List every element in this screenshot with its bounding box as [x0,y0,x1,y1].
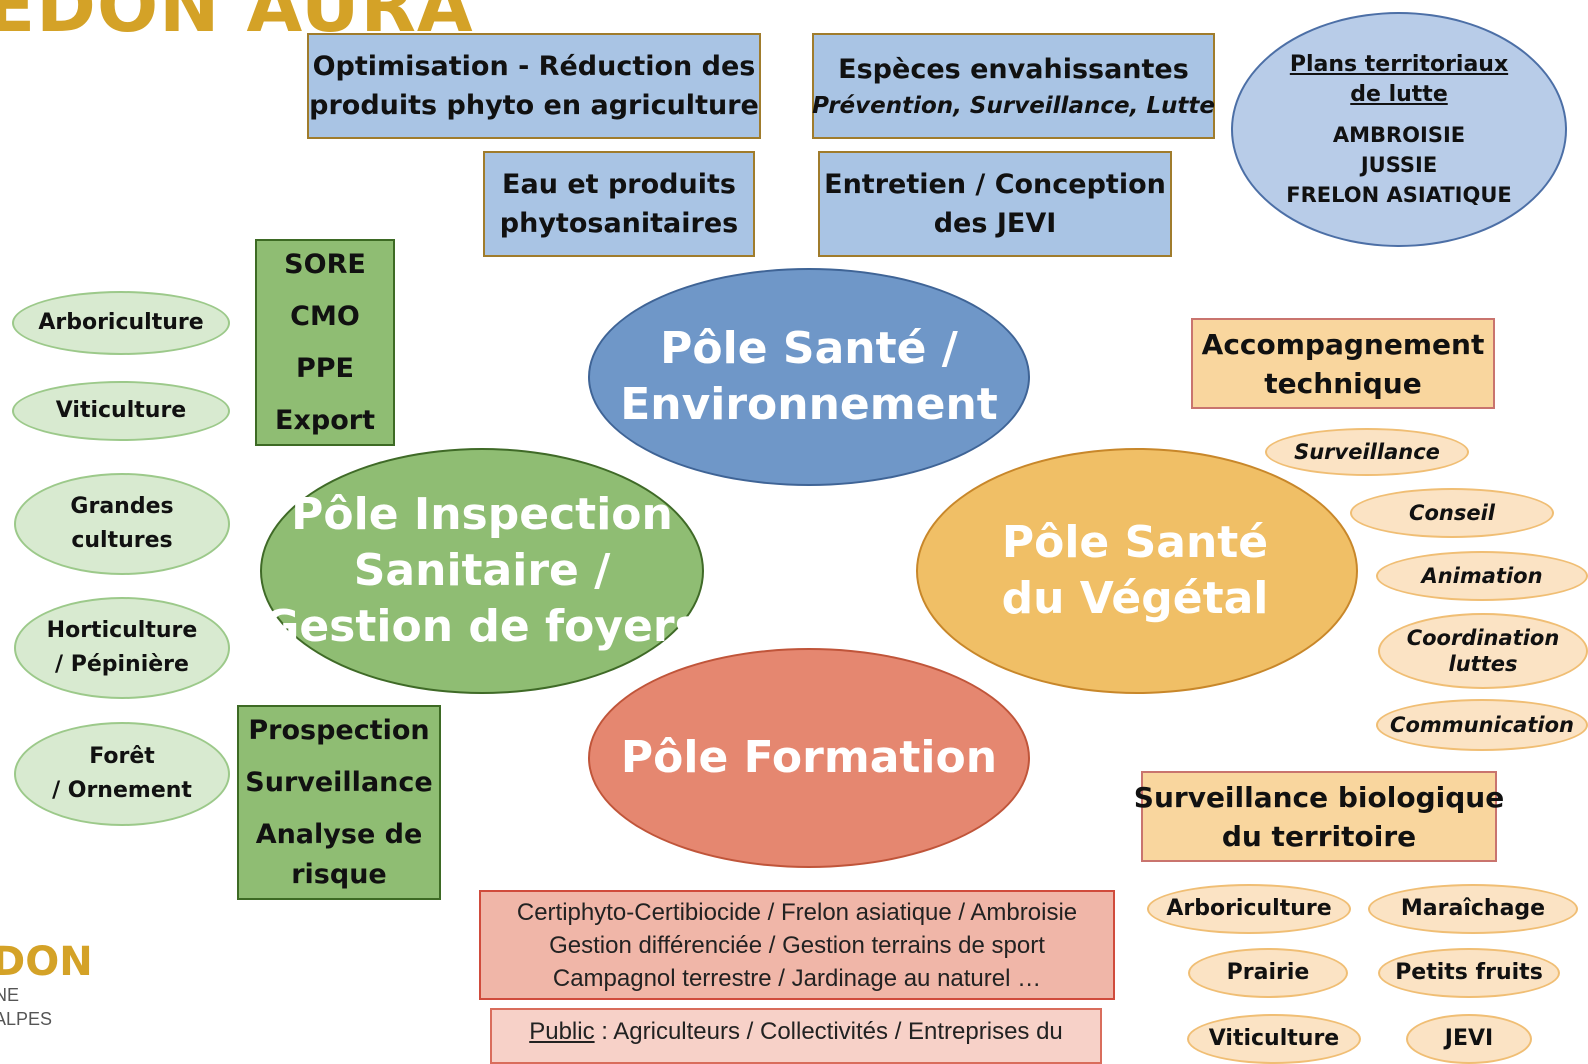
oval-filiere-horticulture: Horticulture / Pépinière [14,597,230,699]
oval-label: Viticulture [55,398,187,423]
oval-label: Arboriculture [1166,896,1332,921]
box-item: Export [275,404,375,436]
oval-filiere-arboriculture: Arboriculture [12,291,230,355]
box-eau-phyto: Eau et produits phytosanitaires [483,151,755,257]
oval-animation: Animation [1376,551,1588,601]
oval-bio-prairie: Prairie [1188,948,1348,998]
oval-label: Viticulture [1208,1026,1340,1051]
oval-label: Grandes [70,494,174,519]
oval-label: Arboriculture [38,310,204,335]
oval-label: JEVI [1444,1026,1494,1051]
pole-label: Sanitaire / [353,545,611,596]
oval-filiere-viticulture: Viticulture [12,381,230,441]
box-item: PPE [295,352,355,384]
box-item: risque [291,858,387,890]
box-prospection: Prospection Surveillance Analyse de risq… [237,705,441,900]
box-line: du territoire [1221,819,1417,853]
box-line: Campagnol terrestre / Jardinage au natur… [552,964,1042,992]
oval-label: luttes [1448,652,1518,676]
oval-label: cultures [71,528,173,553]
oval-coordination-luttes: Coordination luttes [1378,613,1588,689]
oval-label: Maraîchage [1400,896,1546,921]
pole-label: Pôle Inspection [291,489,673,540]
box-line: technique [1264,366,1422,400]
box-line: Surveillance biologique [1133,780,1505,814]
public-text: : Agriculteurs / Collectivités / Entrepr… [594,1018,1063,1045]
box-sore-cmo: SORE CMO PPE Export [255,239,395,446]
oval-communication: Communication [1376,699,1588,751]
box-item: Surveillance [245,766,433,798]
oval-bio-jevi: JEVI [1406,1014,1532,1064]
oval-bio-arboriculture: Arboriculture [1147,884,1351,934]
box-item: Prospection [248,714,430,746]
box-optimisation-phyto: Optimisation - Réduction des produits ph… [307,33,761,139]
oval-label: Coordination [1406,626,1560,650]
oval-surveillance: Surveillance [1265,428,1469,476]
pole-label: du Végétal [1001,573,1269,624]
oval-label: Conseil [1409,501,1495,525]
oval-item: FRELON ASIATIQUE [1286,182,1512,207]
pole-label: Pôle Santé [1001,517,1269,568]
box-surveillance-biologique: Surveillance biologique du territoire [1134,771,1504,862]
box-item: SORE [284,248,366,280]
box-especes-envahissantes: Espèces envahissantes Prévention, Survei… [812,33,1215,139]
oval-label: Forêt [89,744,155,769]
box-line: Certiphyto-Certibiocide / Frelon asiatiq… [516,898,1078,926]
box-accompagnement-technique: Accompagnement technique [1191,318,1495,409]
box-line: Entretien / Conception [824,169,1166,200]
pole-sante-environnement: Pôle Santé / Environnement [588,268,1030,486]
box-item: CMO [290,300,360,332]
pole-formation: Pôle Formation [588,648,1030,868]
public-label: Public [529,1018,595,1045]
box-line: phytosanitaires [499,208,739,239]
box-entretien-jevi: Entretien / Conception des JEVI [818,151,1172,257]
oval-label: Communication [1390,713,1574,737]
oval-label: Animation [1421,564,1543,588]
oval-plans-territoriaux: Plans territoriaux de lutte AMBROISIE JU… [1231,12,1567,247]
box-line: Accompagnement [1201,327,1485,361]
oval-conseil: Conseil [1350,488,1554,538]
oval-bio-maraichage: Maraîchage [1368,884,1578,934]
logo-bottom-text: DON [0,939,93,985]
oval-label: Prairie [1226,960,1310,985]
pole-sante-vegetal: Pôle Santé du Végétal [916,448,1358,694]
oval-label: / Ornement [52,778,192,803]
oval-label: Horticulture [46,618,198,643]
pole-label: Environnement [620,379,998,430]
box-line: Gestion différenciée / Gestion terrains … [549,931,1045,959]
pole-label: Pôle Formation [620,732,998,783]
oval-filiere-grandes-cultures: Grandes cultures [14,473,230,575]
box-formation-themes: Certiphyto-Certibiocide / Frelon asiatiq… [479,890,1115,1000]
pole-label: Pôle Santé / [660,323,958,374]
oval-title-1: Plans territoriaux [1289,51,1509,77]
box-item: Analyse de [255,818,423,850]
box-title: Espèces envahissantes [838,53,1189,85]
oval-label: Petits fruits [1395,960,1543,985]
pole-label: Gestion de foyers [263,601,701,652]
oval-item: JUSSIE [1360,152,1438,177]
pole-inspection-sanitaire: Pôle Inspection Sanitaire / Gestion de f… [260,448,704,694]
box-formation-public: Public : Agriculteurs / Collectivités / … [490,1008,1102,1064]
box-subtitle: Prévention, Surveillance, Lutte [812,92,1215,119]
box-line: produits phyto en agriculture [309,90,759,121]
oval-title-2: de lutte [1350,81,1448,107]
oval-item: AMBROISIE [1332,122,1466,147]
box-line: Eau et produits [502,169,736,200]
logo-sub-line-1: NE [0,985,20,1005]
logo-sub-line-2: ALPES [0,1009,53,1029]
oval-label: / Pépinière [55,652,189,677]
oval-bio-viticulture: Viticulture [1187,1014,1361,1064]
box-line: Optimisation - Réduction des [312,51,756,82]
oval-bio-petits-fruits: Petits fruits [1378,948,1560,998]
oval-label: Surveillance [1294,440,1440,464]
oval-filiere-foret: Forêt / Ornement [14,722,230,826]
box-line: des JEVI [933,208,1057,239]
